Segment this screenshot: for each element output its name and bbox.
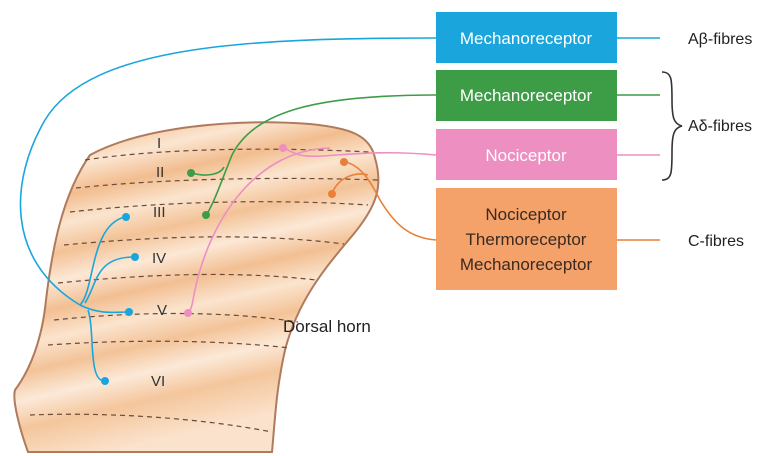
adelta-brace — [662, 72, 682, 180]
lamina-label-iii: III — [153, 204, 166, 221]
abeta-fibres-label: Aβ-fibres — [688, 31, 752, 48]
mechanoreceptor-adelta-label: Mechanoreceptor — [460, 86, 593, 105]
dorsal-horn-label: Dorsal horn — [283, 317, 371, 336]
dorsal-horn-shape — [14, 122, 378, 452]
c-box-line-nociceptor: Nociceptor — [485, 205, 567, 224]
mechanoreceptor-abeta-label: Mechanoreceptor — [460, 29, 593, 48]
c-fibres-label: C-fibres — [688, 233, 744, 250]
lamina-label-ii: II — [156, 164, 164, 181]
adelta-fibres-label: Aδ-fibres — [688, 118, 752, 135]
lamina-label-vi: VI — [151, 373, 165, 390]
nociceptor-adelta-label: Nociceptor — [485, 146, 567, 165]
lamina-label-v: V — [157, 302, 167, 319]
c-box-line-mechanoreceptor: Mechanoreceptor — [460, 255, 593, 274]
c-box-line-thermoreceptor: Thermoreceptor — [466, 230, 587, 249]
lamina-label-iv: IV — [152, 250, 166, 267]
lamina-label-i: I — [157, 135, 161, 152]
